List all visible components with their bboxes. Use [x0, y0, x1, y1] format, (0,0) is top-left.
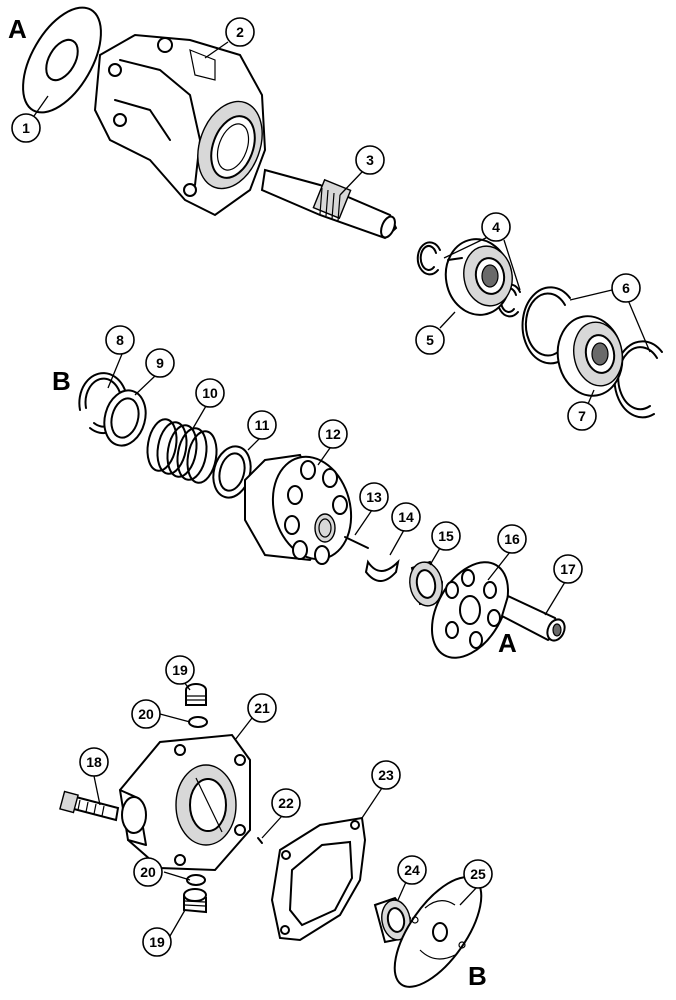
callout-3: 3	[355, 145, 385, 175]
callout-18: 18	[79, 747, 109, 777]
svg-text:19: 19	[172, 662, 188, 678]
callout-8: 8	[105, 325, 135, 355]
svg-text:5: 5	[426, 332, 434, 348]
callout-2: 2	[225, 17, 255, 47]
part-22-dowel-pin	[257, 837, 263, 844]
leader-lines	[33, 41, 651, 937]
callout-25: 25	[463, 859, 493, 889]
letter-a-mid: A	[498, 628, 517, 658]
callout-19-top: 19	[165, 655, 195, 685]
svg-text:2: 2	[236, 24, 244, 40]
svg-text:14: 14	[398, 509, 414, 525]
svg-text:3: 3	[366, 152, 374, 168]
part-20-oring-top	[188, 716, 208, 728]
svg-text:6: 6	[622, 280, 630, 296]
part-7-bearing	[556, 315, 624, 397]
svg-text:11: 11	[255, 417, 270, 433]
svg-text:23: 23	[378, 767, 394, 783]
svg-text:25: 25	[470, 866, 486, 882]
part-13-pin	[344, 536, 369, 549]
part-3-shaft	[260, 168, 398, 240]
svg-text:9: 9	[156, 355, 164, 371]
svg-text:8: 8	[116, 332, 124, 348]
part-5-bearing	[444, 238, 513, 316]
letter-b-mid: B	[52, 366, 71, 396]
part-18-bolt	[59, 790, 120, 822]
callout-6: 6	[611, 273, 641, 303]
callout-19-bottom: 19	[142, 927, 172, 957]
callout-4: 4	[481, 212, 511, 242]
callout-13: 13	[359, 482, 389, 512]
callout-15: 15	[431, 521, 461, 551]
callout-21: 21	[247, 693, 277, 723]
part-12-cylinder-block	[244, 453, 353, 565]
callout-14: 14	[391, 502, 421, 532]
svg-text:12: 12	[325, 426, 341, 442]
part-20-oring-bottom	[186, 874, 206, 886]
callout-20-top: 20	[131, 699, 161, 729]
callout-17: 17	[553, 554, 583, 584]
part-19-plug-bottom	[183, 888, 207, 914]
callout-7: 7	[567, 401, 597, 431]
svg-text:16: 16	[504, 531, 520, 547]
svg-text:19: 19	[149, 934, 165, 950]
svg-text:13: 13	[366, 489, 382, 505]
svg-text:18: 18	[86, 754, 102, 770]
part-17-pin	[500, 594, 566, 642]
callout-11: 11	[247, 410, 277, 440]
callout-16: 16	[497, 524, 527, 554]
svg-text:22: 22	[278, 795, 294, 811]
svg-text:20: 20	[138, 706, 154, 722]
callout-22: 22	[271, 788, 301, 818]
callout-12: 12	[318, 419, 348, 449]
part-10-spring	[146, 418, 218, 484]
svg-text:17: 17	[560, 561, 576, 577]
svg-text:15: 15	[438, 528, 454, 544]
letter-b-bottom: B	[468, 961, 487, 991]
part-19-plug-top	[185, 683, 207, 706]
part-9-washer	[103, 389, 147, 447]
callout-10: 10	[195, 378, 225, 408]
svg-text:10: 10	[202, 385, 218, 401]
callout-5: 5	[415, 325, 445, 355]
svg-text:7: 7	[578, 408, 586, 424]
callout-23: 23	[371, 760, 401, 790]
part-2-housing	[93, 33, 267, 217]
part-15-bushing	[409, 560, 444, 607]
callout-20-bottom: 20	[133, 857, 163, 887]
part-16-swash-plate	[431, 561, 509, 659]
part-23-gasket	[270, 816, 367, 942]
part-14-retainer	[364, 558, 400, 582]
svg-text:21: 21	[254, 700, 270, 716]
callout-9: 9	[145, 348, 175, 378]
part-21-end-cover	[118, 733, 251, 872]
svg-text:20: 20	[140, 864, 156, 880]
callout-1: 1	[11, 113, 41, 143]
svg-text:24: 24	[404, 862, 420, 878]
svg-text:1: 1	[22, 120, 30, 136]
callout-24: 24	[397, 855, 427, 885]
svg-text:4: 4	[492, 219, 500, 235]
part-1-washer	[22, 6, 102, 114]
letter-a-top: A	[8, 14, 27, 44]
part-24-bushing	[373, 896, 412, 944]
